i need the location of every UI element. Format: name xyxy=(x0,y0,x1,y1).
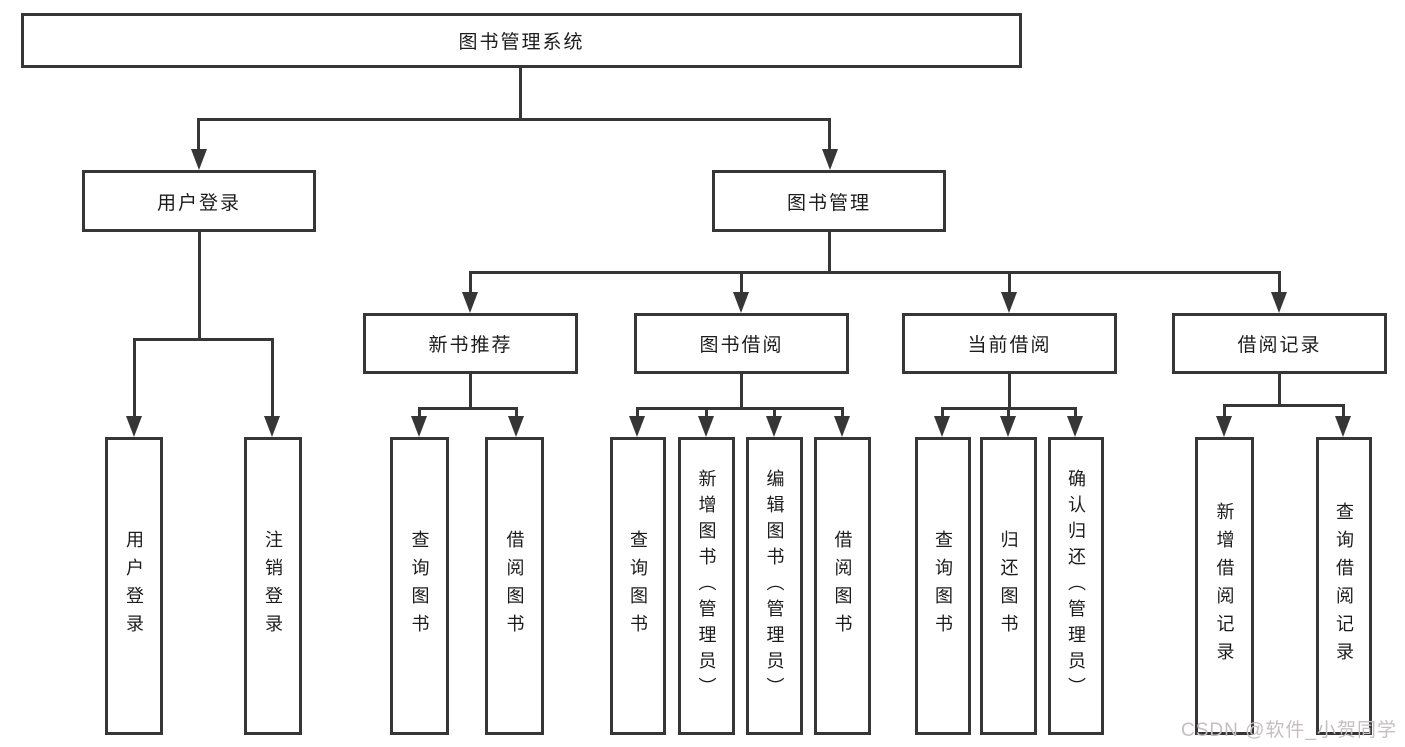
leaf-cb-confirm-return-admin: 确认归还（管理员） xyxy=(1048,437,1104,735)
arrow-to-new-book-recommend xyxy=(462,292,478,313)
arrow-to-logout xyxy=(264,416,280,437)
leaf-cb-confirm-return-admin-label: 确认归还（管理员） xyxy=(1066,469,1086,703)
connector-to-br-query xyxy=(1342,404,1345,419)
arrow-to-bb-query xyxy=(629,416,645,437)
arrow-to-book-borrowing xyxy=(733,292,749,313)
connector-to-current-borrowing xyxy=(1008,271,1011,295)
leaf-br-query-record-label: 查询借阅记录 xyxy=(1334,502,1354,670)
node-book-borrowing: 图书借阅 xyxy=(634,313,849,374)
arrow-to-cb-confirm xyxy=(1067,416,1083,437)
leaf-br-query-record: 查询借阅记录 xyxy=(1316,437,1372,735)
leaf-bb-edit-books-admin-label: 编辑图书（管理员） xyxy=(764,469,785,703)
csdn-watermark: CSDN @软件_小贺同学 xyxy=(1181,720,1397,741)
arrow-to-bb-borrow xyxy=(834,416,850,437)
connector-new-book-recommend-split xyxy=(418,407,518,410)
node-new-book-recommend: 新书推荐 xyxy=(363,313,578,374)
connector-current-borrowing-stem xyxy=(1008,374,1011,410)
leaf-nb-borrow-books: 借阅图书 xyxy=(485,437,544,735)
arrow-to-br-add xyxy=(1216,416,1232,437)
leaf-br-add-record: 新增借阅记录 xyxy=(1195,437,1254,735)
arrow-to-bb-edit xyxy=(766,416,782,437)
connector-to-cb-query xyxy=(941,407,944,419)
connector-user-login-stem xyxy=(198,232,201,341)
connector-to-bb-query xyxy=(636,407,639,419)
connector-root-to-user-login xyxy=(197,118,200,151)
leaf-logout-label: 注销登录 xyxy=(263,530,283,642)
connector-to-nb-query xyxy=(418,407,421,419)
connector-book-management-stem xyxy=(828,232,831,274)
arrow-to-borrowing-records xyxy=(1271,292,1287,313)
node-book-management: 图书管理 xyxy=(712,170,946,232)
leaf-bb-add-books-admin-label: 新增图书（管理员） xyxy=(696,469,717,703)
node-current-borrowing-label: 当前借阅 xyxy=(967,335,1052,356)
connector-to-nb-borrow xyxy=(515,407,518,419)
connector-book-management-split xyxy=(469,271,1281,274)
leaf-bb-edit-books-admin: 编辑图书（管理员） xyxy=(746,437,803,735)
leaf-bb-borrow-books: 借阅图书 xyxy=(814,437,871,735)
connector-new-book-recommend-stem xyxy=(469,374,472,410)
node-book-borrowing-label: 图书借阅 xyxy=(699,335,784,356)
connector-book-borrowing-split xyxy=(636,407,844,410)
leaf-cb-query-books-label: 查询图书 xyxy=(933,530,953,642)
connector-to-logout xyxy=(271,338,274,419)
leaf-cb-query-books: 查询图书 xyxy=(915,437,971,735)
connector-to-login xyxy=(133,338,136,419)
leaf-user-login: 用户登录 xyxy=(105,437,163,735)
connector-root-stem xyxy=(519,68,522,121)
leaf-nb-borrow-books-label: 借阅图书 xyxy=(504,530,525,642)
leaf-bb-query-books-label: 查询图书 xyxy=(628,530,648,642)
arrow-to-br-query xyxy=(1335,416,1351,437)
node-book-management-label: 图书管理 xyxy=(786,192,871,214)
node-borrowing-records: 借阅记录 xyxy=(1172,313,1387,374)
arrow-to-current-borrowing xyxy=(1001,292,1017,313)
arrow-to-cb-query xyxy=(934,416,950,437)
connector-to-bb-add xyxy=(705,407,708,419)
node-user-login: 用户登录 xyxy=(82,170,316,232)
arrow-to-user-login xyxy=(191,149,207,170)
arrow-to-nb-borrow xyxy=(508,416,524,437)
connector-root-to-book-management xyxy=(828,118,831,151)
leaf-user-login-label: 用户登录 xyxy=(124,530,144,642)
node-user-login-label: 用户登录 xyxy=(156,192,241,214)
arrow-to-bb-add xyxy=(698,416,714,437)
connector-to-bb-edit xyxy=(773,407,776,419)
arrow-to-nb-query xyxy=(411,416,427,437)
leaf-bb-borrow-books-label: 借阅图书 xyxy=(832,530,853,642)
arrow-to-book-management xyxy=(822,149,838,170)
node-root-label: 图书管理系统 xyxy=(458,32,585,53)
node-new-book-recommend-label: 新书推荐 xyxy=(428,335,513,356)
leaf-bb-add-books-admin: 新增图书（管理员） xyxy=(678,437,735,735)
connector-to-cb-return xyxy=(1007,407,1010,419)
leaf-cb-return-books-label: 归还图书 xyxy=(998,530,1019,642)
node-current-borrowing: 当前借阅 xyxy=(902,313,1117,374)
connector-borrowing-records-stem xyxy=(1278,374,1281,407)
leaf-nb-query-books: 查询图书 xyxy=(390,437,449,735)
node-borrowing-records-label: 借阅记录 xyxy=(1237,335,1322,356)
connector-to-borrowing-records xyxy=(1278,271,1281,295)
arrow-to-cb-return xyxy=(1000,416,1016,437)
leaf-nb-query-books-label: 查询图书 xyxy=(409,530,430,642)
connector-borrowing-records-split xyxy=(1223,404,1345,407)
connector-to-br-add xyxy=(1223,404,1226,419)
leaf-bb-query-books: 查询图书 xyxy=(610,437,666,735)
connector-to-book-borrowing xyxy=(740,271,743,295)
connector-to-cb-confirm xyxy=(1074,407,1077,419)
node-root: 图书管理系统 xyxy=(21,13,1022,68)
connector-user-login-split xyxy=(133,338,274,341)
connector-to-new-book-recommend xyxy=(469,271,472,295)
leaf-br-add-record-label: 新增借阅记录 xyxy=(1214,502,1235,670)
arrow-to-login xyxy=(126,416,142,437)
connector-root-split xyxy=(197,118,831,121)
leaf-cb-return-books: 归还图书 xyxy=(980,437,1037,735)
leaf-logout: 注销登录 xyxy=(244,437,302,735)
connector-book-borrowing-stem xyxy=(740,374,743,410)
connector-to-bb-borrow xyxy=(841,407,844,419)
